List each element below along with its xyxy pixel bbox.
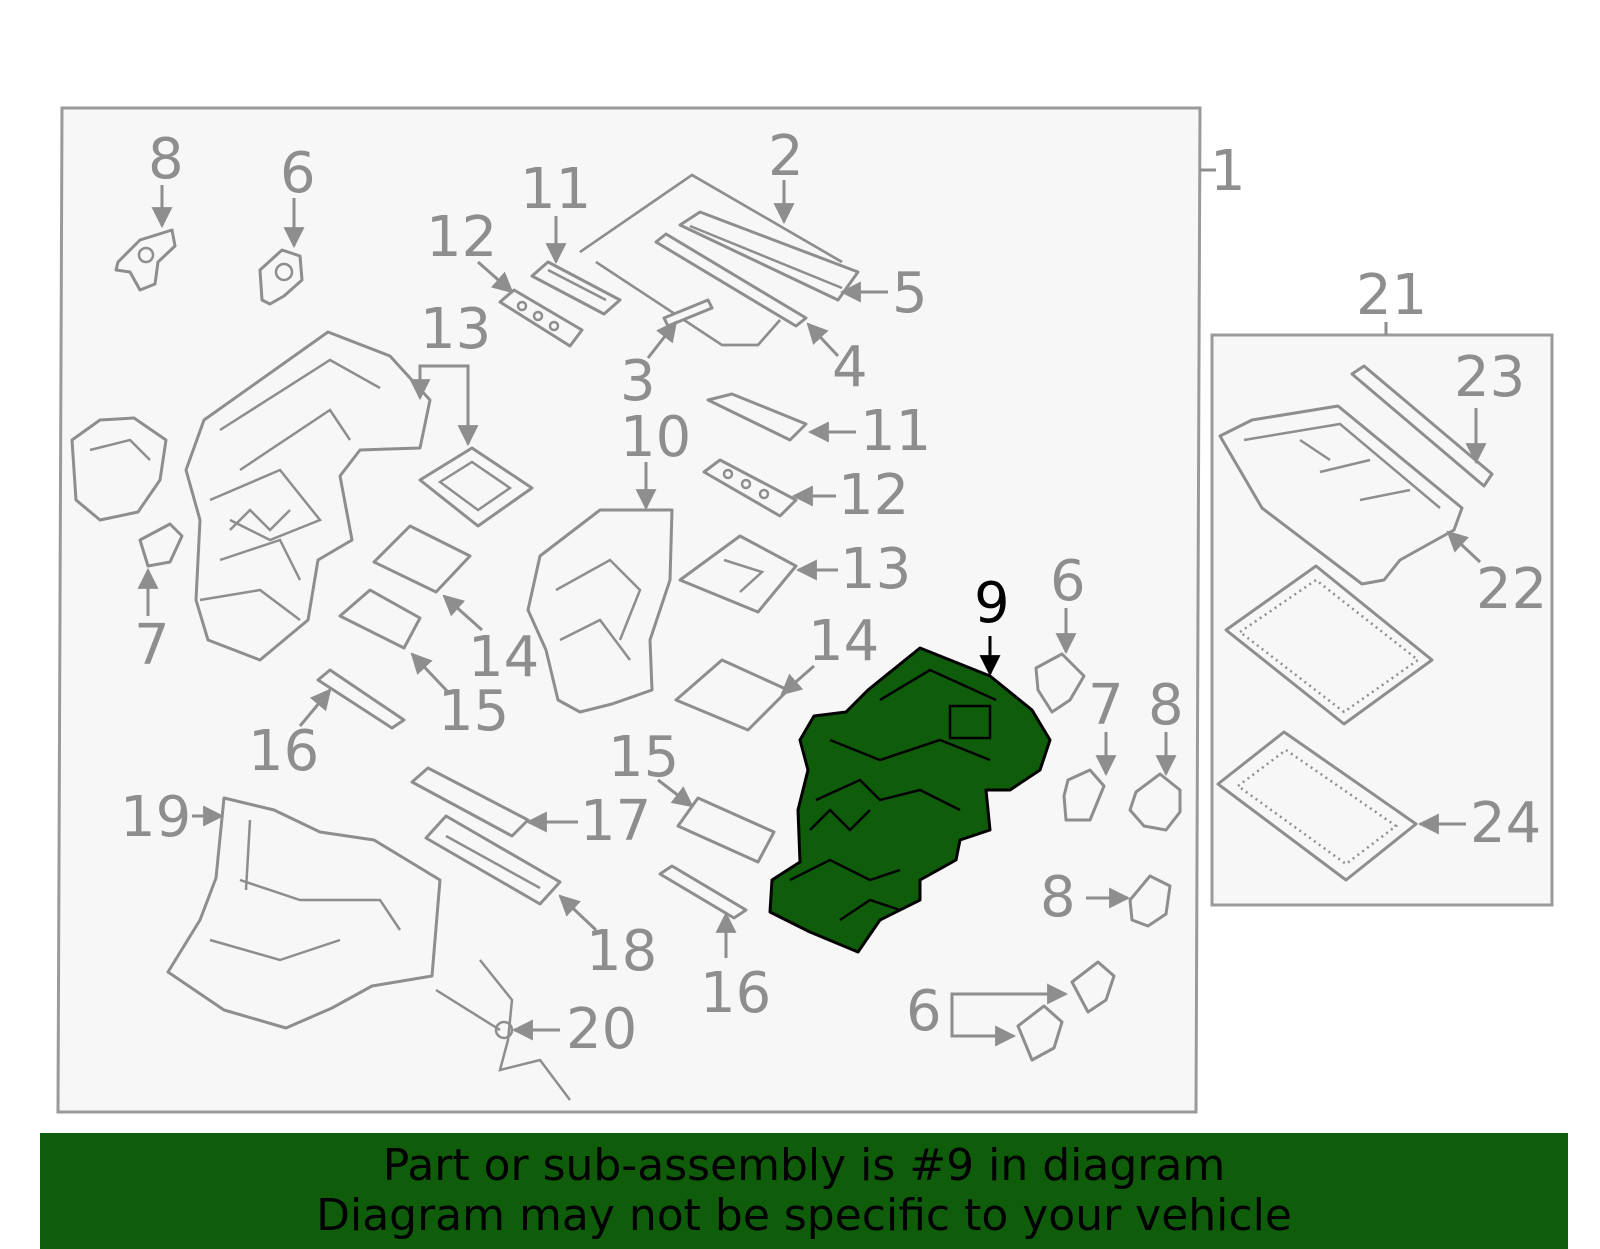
info-banner: Part or sub-assembly is #9 in diagram Di… — [40, 1133, 1568, 1249]
callout-12-mid: 12 — [838, 463, 909, 528]
callout-21: 21 — [1356, 263, 1427, 328]
part-24-filter-frame — [1216, 730, 1466, 882]
part-7-sensor-left — [137, 522, 184, 616]
part-9-highlighted-housing — [768, 636, 1052, 954]
callout-3: 3 — [620, 349, 656, 414]
callout-7-left: 7 — [134, 613, 170, 678]
part-21-cabin-filter — [1224, 564, 1434, 726]
callout-16-mid: 16 — [700, 961, 771, 1026]
part-6-actuator-right-low — [950, 960, 1116, 1062]
part-16-rod-mid — [658, 864, 748, 958]
callout-7-right: 7 — [1088, 673, 1124, 738]
callout-22: 22 — [1476, 557, 1547, 622]
part-6-actuator-right-top — [1034, 608, 1086, 714]
left-duct — [70, 416, 168, 522]
callout-18: 18 — [586, 919, 657, 984]
callout-6-top: 6 — [280, 141, 316, 206]
part-8-actuator-right-mid — [1128, 732, 1182, 832]
part-6-actuator-top — [258, 198, 305, 306]
banner-line-disclaimer: Diagram may not be specific to your vehi… — [316, 1190, 1292, 1241]
callout-8-low: 8 — [1040, 865, 1076, 930]
banner-line-part: Part or sub-assembly is #9 in diagram — [382, 1140, 1226, 1191]
part-12-lever-top — [477, 260, 584, 348]
callout-10: 10 — [620, 405, 691, 470]
part-5-seal-strip — [678, 210, 888, 303]
part-20-wire-harness — [435, 959, 571, 1101]
callout-14-mid: 14 — [808, 609, 879, 674]
callout-16-left: 16 — [248, 719, 319, 784]
callout-14-left: 14 — [468, 625, 539, 690]
callout-11-mid: 11 — [860, 399, 931, 464]
part-10-center-housing — [526, 462, 674, 714]
part-15-door-mid — [657, 778, 776, 864]
part-2-seal-frame — [579, 173, 843, 347]
part-13-door-top — [409, 364, 534, 528]
part-14-door-left — [372, 524, 484, 632]
heater-case-left — [184, 330, 432, 662]
part-11-door-mid — [706, 392, 856, 443]
callout-2: 2 — [768, 124, 804, 189]
part-17-bracket — [410, 766, 578, 838]
callout-9: 9 — [974, 571, 1010, 636]
callout-15-left: 15 — [438, 679, 509, 744]
callout-24: 24 — [1470, 791, 1541, 856]
callout-8-top: 8 — [148, 127, 184, 192]
callout-20: 20 — [566, 997, 637, 1062]
callout-4: 4 — [832, 335, 868, 400]
part-4-seal-strip — [654, 232, 840, 358]
part-13-door-mid — [678, 534, 838, 614]
part-8-actuator-top — [114, 185, 177, 292]
part-7-sensor-right — [1062, 732, 1117, 822]
callout-13-mid: 13 — [840, 537, 911, 602]
part-11-door-top — [530, 216, 622, 316]
callout-11-top: 11 — [520, 157, 591, 222]
part-12-lever-mid — [702, 458, 836, 518]
part-14-door-mid — [674, 658, 815, 732]
part-18-bracket — [424, 814, 598, 932]
callout-8-right: 8 — [1148, 673, 1184, 738]
part-16-rod-left — [298, 668, 406, 730]
part-22-filter-housing — [1218, 404, 1482, 586]
callout-15-mid: 15 — [608, 725, 679, 790]
callout-23: 23 — [1454, 345, 1525, 410]
callout-17: 17 — [580, 789, 651, 854]
callout-13-top: 13 — [420, 297, 491, 362]
callout-5: 5 — [892, 261, 928, 326]
part-15-door-left — [338, 588, 450, 694]
part-8-actuator-right-low — [1086, 874, 1172, 928]
part-3-seal-strip — [646, 298, 714, 359]
callout-1: 1 — [1210, 139, 1246, 204]
part-19-lower-case — [166, 796, 442, 1030]
callout-19: 19 — [120, 785, 191, 850]
callout-6-right: 6 — [1050, 549, 1086, 614]
callout-12-top: 12 — [426, 205, 497, 270]
callout-6-low: 6 — [906, 979, 942, 1044]
part-23-filter-door — [1350, 364, 1494, 488]
